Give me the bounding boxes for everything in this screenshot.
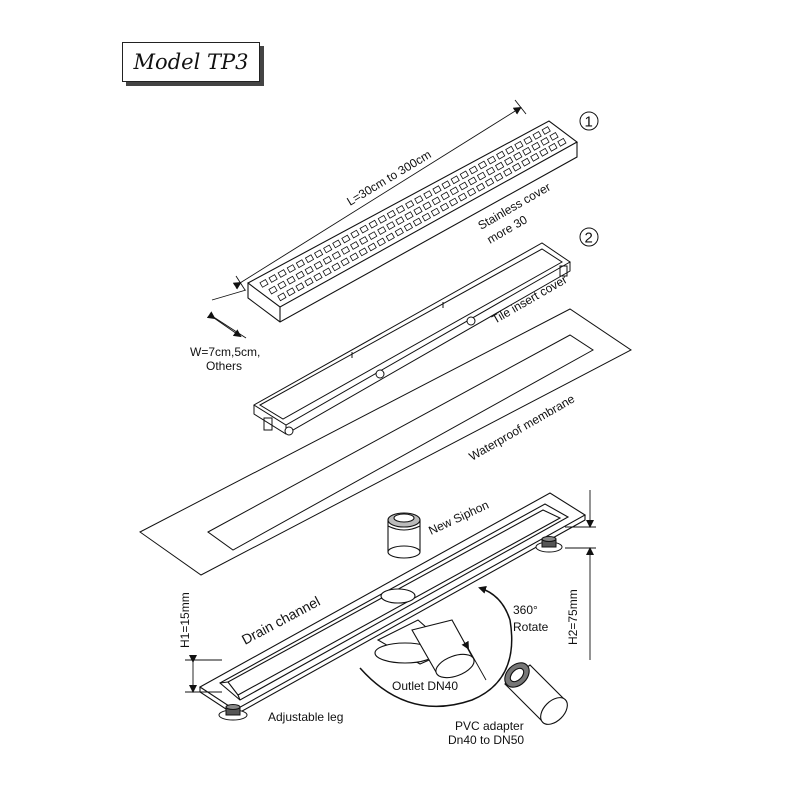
- adjustable-leg-label: Adjustable leg: [268, 710, 343, 724]
- rotate-label-line2: Rotate: [513, 620, 549, 634]
- item-1-number: 1: [585, 114, 593, 131]
- waterproof-membrane: [139, 308, 632, 576]
- cover-slot: [277, 292, 287, 302]
- cover-slot: [521, 157, 531, 167]
- cover-slot: [523, 136, 533, 145]
- cover-slot: [531, 141, 541, 151]
- item-2-number: 2: [585, 230, 593, 247]
- cover-slot: [549, 132, 559, 141]
- cover-slot: [540, 137, 550, 146]
- h1-dimension: [185, 655, 222, 693]
- item-2-circle: [579, 227, 599, 247]
- cover-slot: [522, 146, 532, 156]
- width-label-line2: Others: [206, 359, 242, 373]
- cover-slot: [548, 142, 558, 152]
- cover-slot: [557, 137, 567, 147]
- drain-channel: [198, 492, 587, 716]
- pvc-adapter-label-line2: Dn40 to DN50: [448, 733, 524, 747]
- model-title: Model TP3: [122, 42, 260, 82]
- adjustable-leg: [218, 536, 563, 721]
- rotate-label-line1: 360°: [513, 603, 538, 617]
- width-dimension: [206, 289, 247, 339]
- h1-label: H1=15mm: [178, 592, 192, 648]
- cover-slot: [541, 126, 551, 135]
- item-1-circle: [579, 111, 599, 131]
- cover-slot: [530, 152, 540, 162]
- pvc-adapter-label-line1: PVC adapter: [455, 719, 524, 733]
- pvc-adapter: [504, 662, 568, 725]
- cover-slot: [532, 131, 542, 140]
- h2-dimension: [565, 490, 596, 660]
- outlet-label: Outlet DN40: [392, 679, 458, 693]
- length-dimension: [232, 99, 527, 291]
- rotate-arrow: [359, 586, 513, 707]
- cover-slot: [539, 147, 549, 157]
- outlet-pointer: [461, 640, 487, 681]
- tile-insert-cover: [253, 242, 571, 436]
- outlet-pipe: [411, 619, 475, 679]
- h2-label: H2=75mm: [566, 589, 580, 645]
- siphon: [387, 512, 421, 559]
- width-label-line1: W=7cm,5cm,: [190, 345, 260, 359]
